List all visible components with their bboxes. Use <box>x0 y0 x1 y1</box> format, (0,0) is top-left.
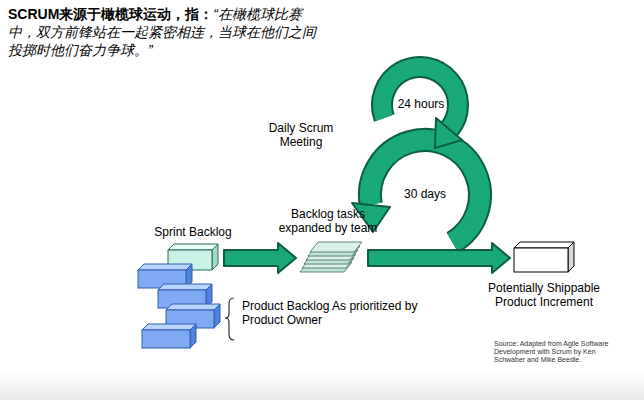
cycle-label: Daily Scrum Meeting <box>258 122 344 150</box>
box-shape <box>514 242 574 272</box>
cycle-label: 30 days <box>396 188 454 202</box>
slide-heading: SCRUM来源于橄榄球运动，指：“在橄榄球比赛中，双方前锋站在一起紧密相连，当球… <box>8 5 316 60</box>
flow-arrow <box>224 243 296 273</box>
cycle-label: 24 hours <box>392 98 450 112</box>
source-note: Source: Adapted from Agile Software Deve… <box>494 340 614 364</box>
node-label: Product Backlog As prioritized by Produc… <box>242 300 432 328</box>
backlog-box: Potentially Shippable Product Increment <box>514 242 574 272</box>
bracket <box>225 298 234 340</box>
flow-arrow <box>368 243 510 273</box>
box-shape <box>300 240 362 274</box>
box-shape <box>134 262 226 350</box>
product-backlog-stack: Product Backlog As prioritized by Produc… <box>134 262 226 350</box>
task-stack: Backlog tasks expanded by team <box>300 240 362 274</box>
node-label: Potentially Shippable Product Increment <box>474 282 614 310</box>
node-label: Sprint Backlog <box>144 226 242 240</box>
node-label: Backlog tasks expanded by team <box>276 208 380 236</box>
slide-title: SCRUM来源于橄榄球运动，指： <box>8 6 213 22</box>
